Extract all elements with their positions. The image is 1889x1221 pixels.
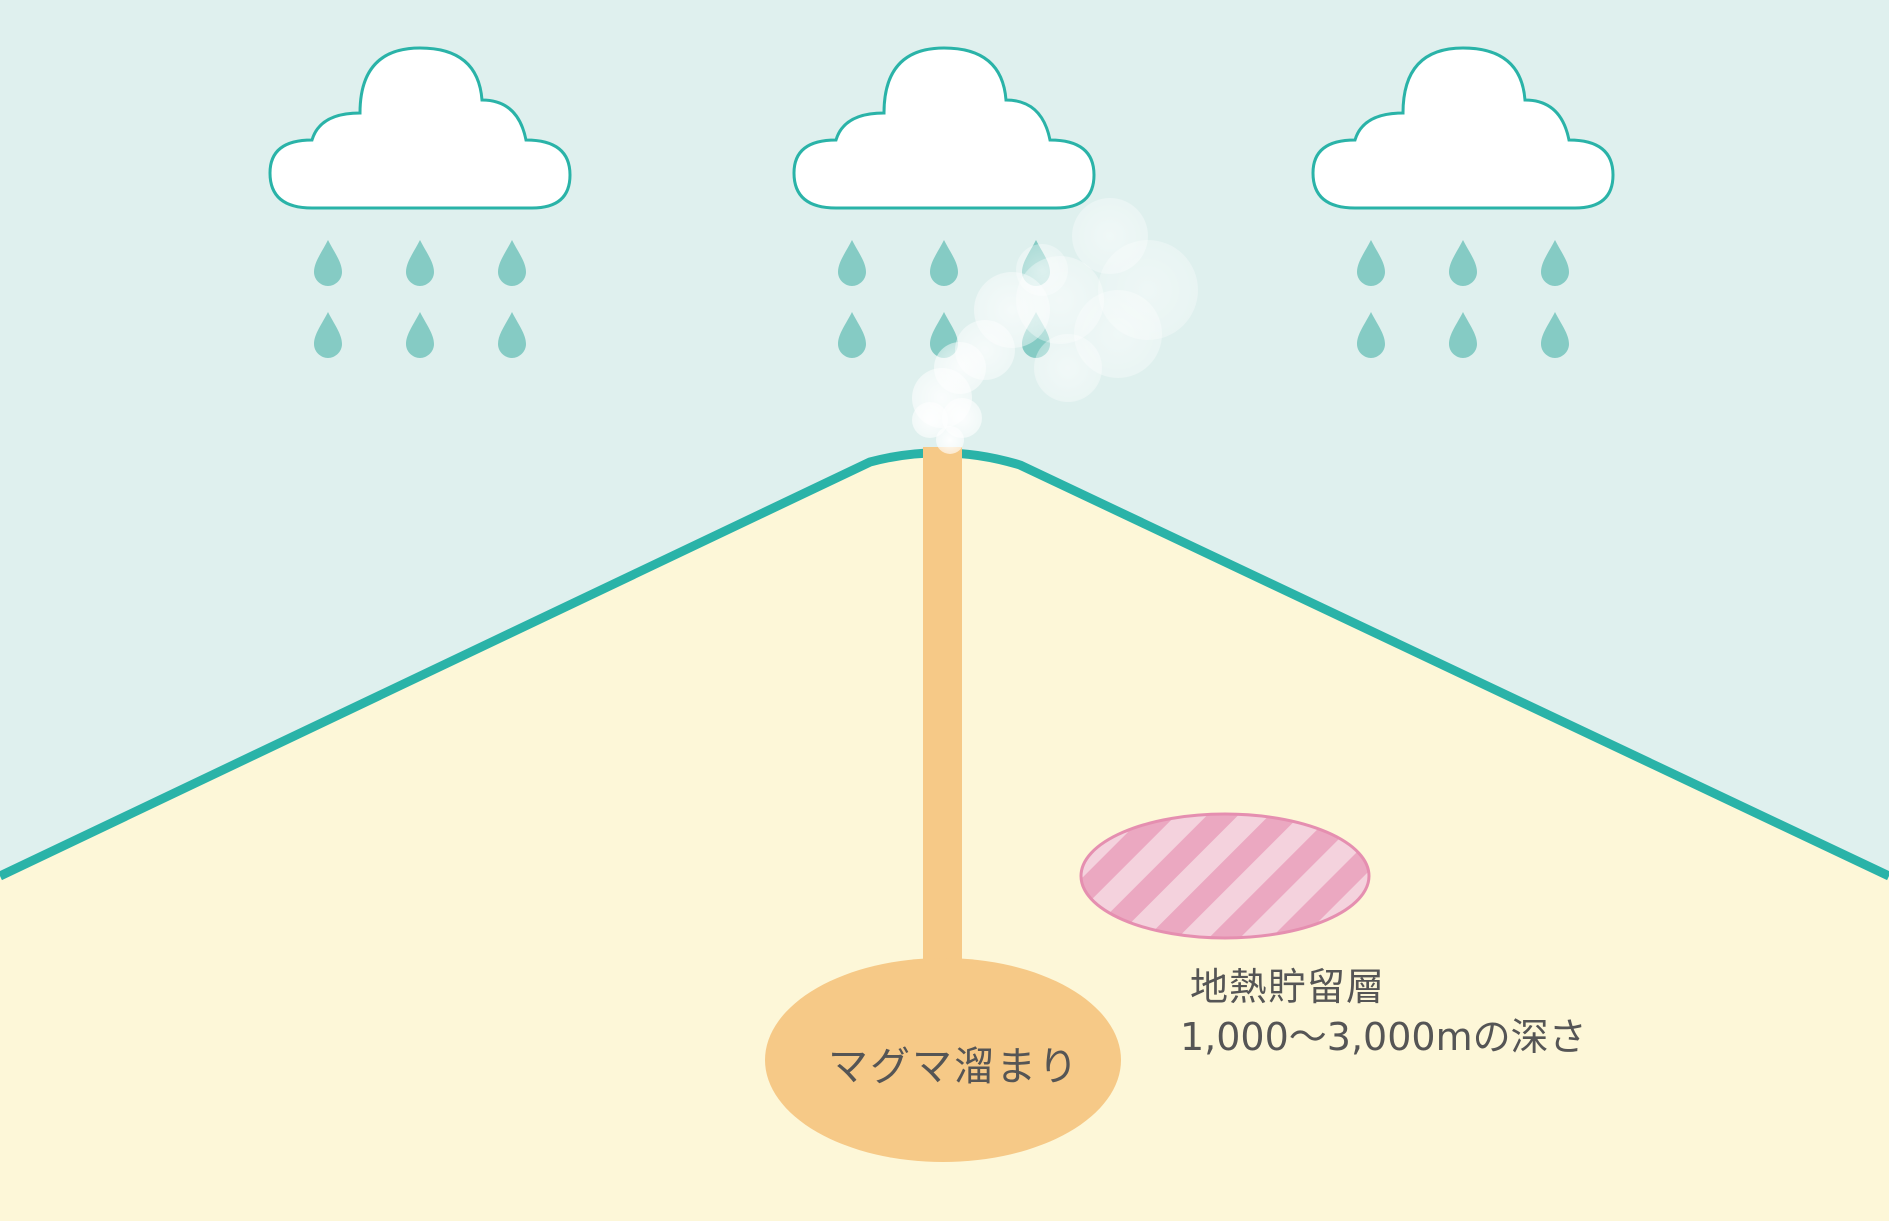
cloud-icon [1311, 46, 1615, 210]
raindrop-icon [1449, 240, 1477, 286]
geothermal-reservoir [1079, 812, 1371, 940]
raindrop-icon [1449, 312, 1477, 358]
raindrop-icon [314, 240, 342, 286]
volcanic-conduit [923, 447, 962, 967]
cloud-icon [792, 46, 1096, 210]
raindrop-icon [406, 312, 434, 358]
reservoir-title-label: 地熱貯留層 [1190, 965, 1386, 1009]
raindrop-icon [930, 240, 958, 286]
raindrop-icon [1541, 312, 1569, 358]
raindrop-icon [498, 312, 526, 358]
raindrop-icon [838, 240, 866, 286]
clouds-group [268, 46, 1615, 210]
raindrop-icon [838, 312, 866, 358]
raindrop-icon [1541, 240, 1569, 286]
reservoir-depth-label: 1,000〜3,000mの深さ [1180, 1015, 1587, 1059]
raindrop-icon [1357, 312, 1385, 358]
raindrop-icon [406, 240, 434, 286]
raindrop-icon [498, 240, 526, 286]
raindrop-icon [314, 312, 342, 358]
steam-icon [912, 198, 1198, 454]
raindrop-icon [1357, 240, 1385, 286]
magma-chamber [765, 958, 1121, 1162]
magma-chamber-label: マグマ溜まり [828, 1044, 1080, 1090]
cloud-icon [268, 46, 572, 210]
